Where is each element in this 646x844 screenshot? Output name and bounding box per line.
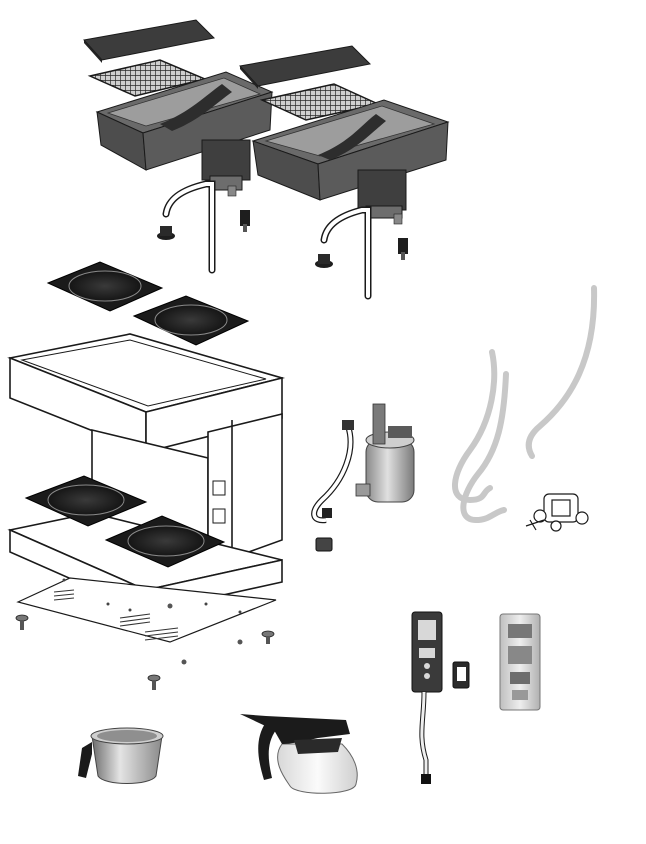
- brew-basin-lid: [83, 19, 216, 61]
- outlet-tube: [320, 206, 372, 300]
- circuit-board: [499, 613, 541, 711]
- warmer-plate-bottom-left: [24, 475, 148, 527]
- heating-element: [311, 403, 415, 552]
- glass-decanter: [240, 714, 358, 794]
- filter-holder: [78, 727, 164, 784]
- switch: [452, 661, 470, 689]
- solenoid-valve: [525, 493, 589, 532]
- warmer-plate-bottom-right: [104, 515, 226, 568]
- foot: [315, 254, 333, 268]
- brew-basin: [251, 99, 450, 225]
- outlet-tube: [162, 180, 216, 274]
- valve: [240, 210, 250, 232]
- warmer-plate-top-right: [132, 295, 250, 346]
- brew-unit-left: [83, 19, 274, 274]
- feet: [15, 603, 275, 690]
- brew-unit-right: [239, 45, 450, 300]
- brew-basin: [95, 71, 274, 197]
- silicone-hoses: [452, 285, 598, 524]
- control-panel: [411, 611, 443, 784]
- valve: [398, 238, 408, 260]
- brew-basin-lid: [239, 45, 372, 87]
- housing: [7, 333, 286, 614]
- bottom-plate: [15, 577, 277, 690]
- foot: [157, 226, 175, 240]
- warmer-plate-top-left: [46, 261, 164, 312]
